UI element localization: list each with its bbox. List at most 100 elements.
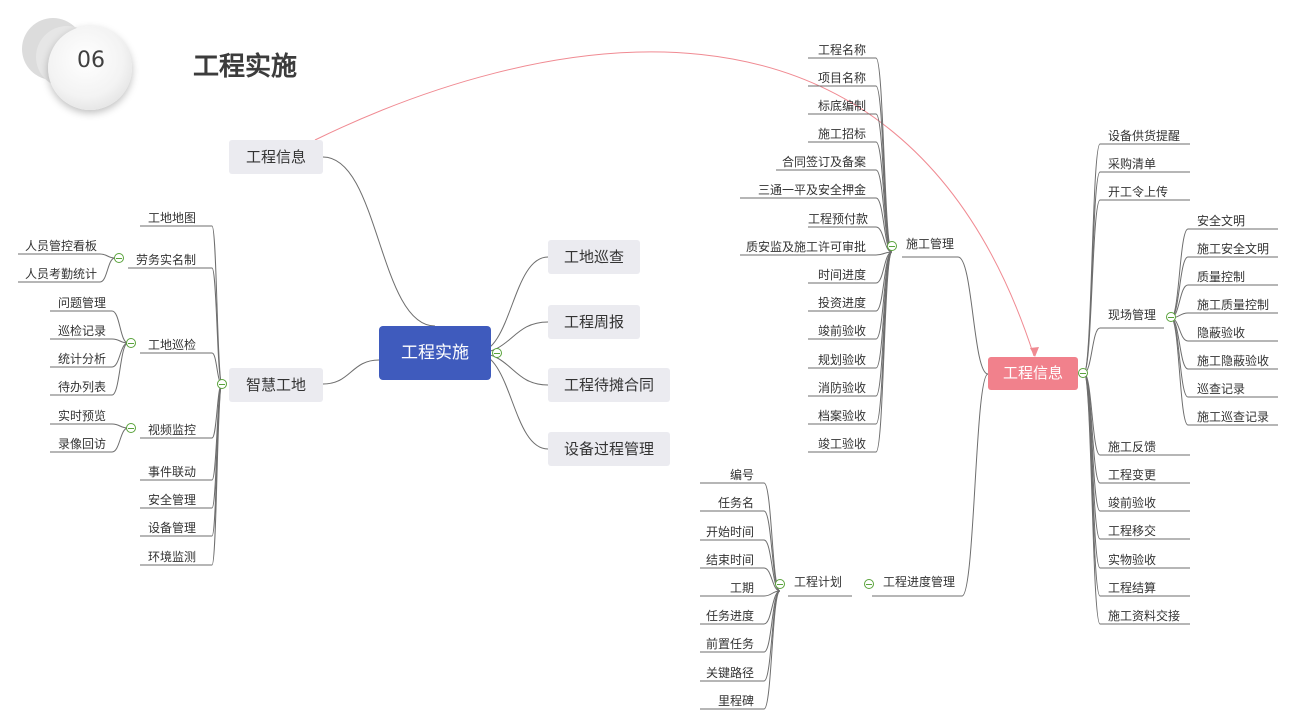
leaf-label[interactable]: 施工隐蔽验收 (1197, 354, 1270, 368)
connector-line (875, 251, 893, 284)
leaf-label[interactable]: 问题管理 (58, 296, 107, 310)
connector-line (1083, 372, 1101, 484)
leaf-label[interactable]: 施工反馈 (1108, 440, 1157, 454)
leaf-label[interactable]: 巡检记录 (58, 324, 107, 338)
leaf-label[interactable]: 人员考勤统计 (25, 267, 98, 281)
connector-line (1083, 171, 1101, 374)
topic-project-info[interactable]: 工程信息 (229, 140, 323, 174)
connector-line (211, 383, 223, 566)
leaf-label[interactable]: 消防验收 (817, 381, 866, 395)
leaf-label[interactable]: 工程名称 (817, 43, 866, 57)
leaf-label[interactable]: 竣工验收 (817, 437, 866, 451)
leaf-label[interactable]: 合同签订及备案 (781, 155, 866, 169)
leaf-label[interactable]: 工程变更 (1108, 468, 1157, 482)
branch-label[interactable]: 设备管理 (148, 521, 197, 535)
leaf-label[interactable]: 工程移交 (1108, 524, 1157, 538)
branch-label[interactable]: 环境监测 (148, 550, 197, 564)
leaf-label[interactable]: 质量控制 (1197, 270, 1246, 284)
leaf-label[interactable]: 里程碑 (717, 694, 754, 708)
leaf-label[interactable]: 统计分析 (58, 352, 107, 366)
leaf-label[interactable]: 开工令上传 (1108, 185, 1169, 199)
leaf-label[interactable]: 开始时间 (705, 525, 754, 539)
connector-line (1083, 372, 1101, 625)
leaf-label[interactable]: 三通一平及安全押金 (757, 183, 866, 197)
leaf-label[interactable]: 隐蔽验收 (1197, 326, 1246, 340)
leaf-label[interactable]: 规划验收 (817, 353, 866, 367)
connector-line (875, 251, 893, 256)
leaf-label[interactable]: 工程预付款 (808, 212, 869, 226)
branch-label[interactable]: 事件联动 (148, 465, 197, 479)
leaf-label[interactable]: 施工巡查记录 (1197, 410, 1270, 424)
leaf-label[interactable]: 任务进度 (705, 609, 754, 623)
leaf-label[interactable]: 安全文明 (1197, 214, 1246, 228)
leaf-label[interactable]: 质安监及施工许可审批 (745, 240, 866, 254)
leaf-label[interactable]: 施工安全文明 (1197, 242, 1270, 256)
leaf-label[interactable]: 竣前验收 (1108, 496, 1157, 510)
leaf-label[interactable]: 工期 (729, 581, 754, 595)
leaf-label[interactable]: 编号 (729, 468, 754, 482)
connector-line (322, 359, 380, 385)
leaf-label[interactable]: 巡查记录 (1197, 382, 1246, 396)
branch-label[interactable]: 现场管理 (1108, 308, 1157, 322)
leaf-label[interactable]: 人员管控看板 (25, 239, 98, 253)
topic-info-hub[interactable]: 工程信息 (988, 357, 1078, 390)
leaf-label[interactable]: 待办列表 (58, 380, 107, 394)
leaf-label[interactable]: 结束时间 (705, 553, 754, 567)
connector-line (1170, 317, 1189, 342)
topic-smart-site[interactable]: 智慧工地 (229, 368, 323, 402)
collapse-toggle-icon[interactable] (775, 579, 785, 589)
leaf-label[interactable]: 设备供货提醒 (1108, 129, 1181, 143)
connector-line (211, 383, 223, 439)
connector-line (763, 590, 781, 682)
leaf-label[interactable]: 施工招标 (817, 127, 866, 141)
connector-line (875, 251, 893, 369)
topic-weekly-report[interactable]: 工程周报 (548, 305, 640, 339)
leaf-label[interactable]: 项目名称 (817, 71, 866, 85)
leaf-label[interactable]: 施工资料交接 (1108, 609, 1181, 623)
collapse-toggle-icon[interactable] (1078, 368, 1088, 378)
branch-label[interactable]: 施工管理 (906, 237, 955, 251)
branch-label[interactable]: 劳务实名制 (136, 253, 197, 267)
branch-label[interactable]: 安全管理 (148, 493, 197, 507)
leaf-label[interactable]: 施工质量控制 (1197, 298, 1270, 312)
leaf-label[interactable]: 竣前验收 (817, 324, 866, 338)
topic-amortized-contract[interactable]: 工程待摊合同 (548, 368, 670, 402)
collapse-toggle-icon[interactable] (217, 379, 227, 389)
connector-line (1170, 256, 1189, 319)
cross-link-arrow (314, 51, 1035, 357)
leaf-label[interactable]: 实物验收 (1108, 553, 1157, 567)
connector-line (111, 310, 129, 344)
leaf-label[interactable]: 时间进度 (817, 268, 866, 282)
leaf-label[interactable]: 关键路径 (705, 666, 754, 680)
collapse-toggle-icon[interactable] (492, 348, 502, 358)
collapse-toggle-icon[interactable] (1166, 312, 1176, 322)
connector-line (763, 590, 781, 597)
collapse-toggle-icon[interactable] (887, 241, 897, 251)
topic-site-inspection[interactable]: 工地巡查 (548, 240, 640, 274)
leaf-label[interactable]: 实时预览 (58, 409, 107, 423)
connector-line (875, 251, 893, 453)
branch-label[interactable]: 工地地图 (148, 211, 197, 225)
topic-equipment-process[interactable]: 设备过程管理 (548, 432, 670, 466)
branch-label[interactable]: 工程计划 (794, 575, 843, 589)
leaf-label[interactable]: 工程结算 (1108, 581, 1157, 595)
leaf-label[interactable]: 任务名 (717, 496, 754, 510)
collapse-toggle-icon[interactable] (864, 579, 874, 589)
central-topic[interactable]: 工程实施 (379, 326, 491, 380)
leaf-label[interactable]: 前置任务 (705, 637, 754, 651)
branch-label[interactable]: 工地巡检 (148, 338, 197, 352)
leaf-label[interactable]: 录像回访 (58, 437, 107, 451)
connector-line (1083, 199, 1101, 374)
connector-line (961, 373, 989, 597)
connector-line (1170, 317, 1189, 370)
branch-label[interactable]: 视频监控 (148, 423, 197, 437)
branch-label[interactable]: 工程进度管理 (883, 575, 956, 589)
collapse-toggle-icon[interactable] (126, 423, 136, 433)
leaf-label[interactable]: 档案验收 (817, 409, 866, 423)
collapse-toggle-icon[interactable] (114, 253, 124, 263)
leaf-label[interactable]: 采购清单 (1108, 157, 1157, 171)
collapse-toggle-icon[interactable] (126, 338, 136, 348)
leaf-label[interactable]: 标底编制 (817, 99, 866, 113)
leaf-label[interactable]: 投资进度 (817, 296, 866, 310)
